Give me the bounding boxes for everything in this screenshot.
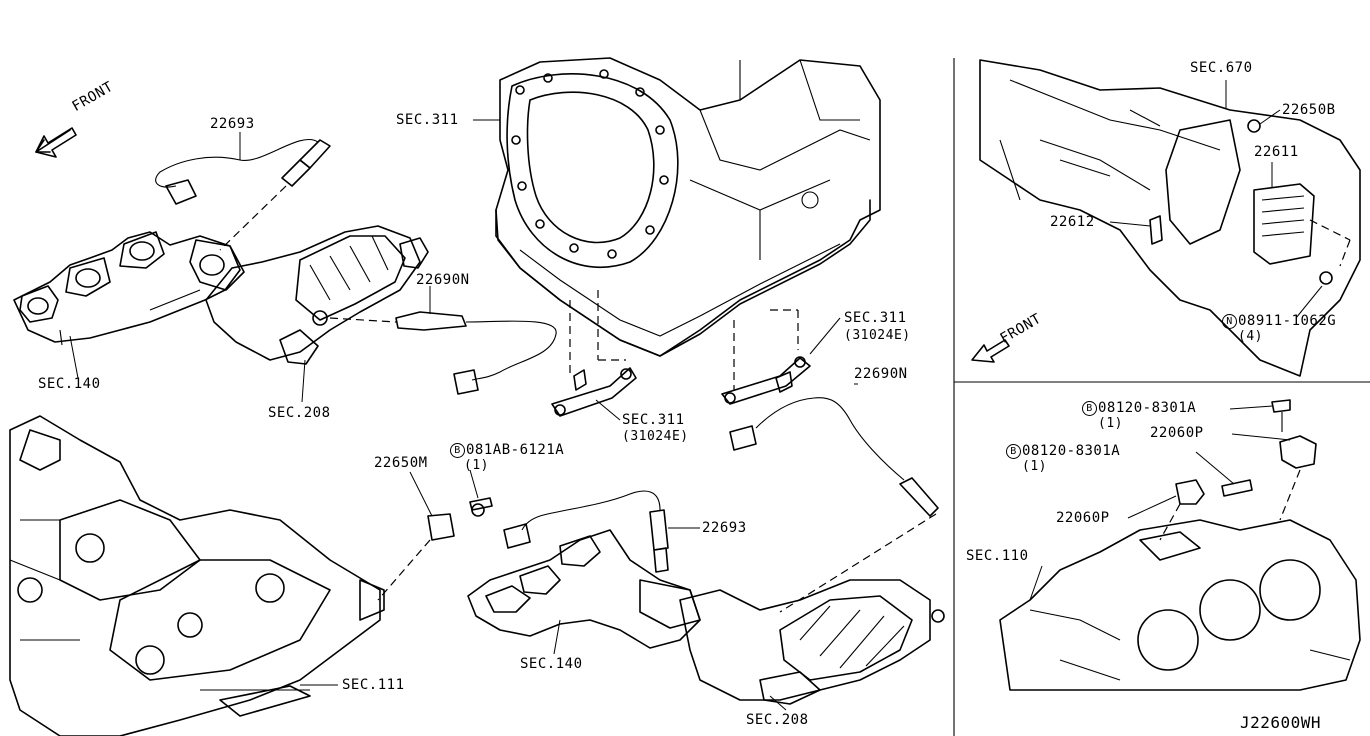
- panel-dividers: [953, 58, 1370, 736]
- ecm-bracket-area: [979, 59, 1361, 377]
- part-22060P-top-label[interactable]: 22060P: [1150, 425, 1204, 441]
- bolt-08120-bottom-code: 08120-8301A: [1022, 443, 1121, 459]
- part-22650M-label[interactable]: 22650M: [374, 455, 428, 471]
- sec-111-label[interactable]: SEC.111: [342, 677, 405, 693]
- leader-lines: [69, 80, 1323, 711]
- nut-type-n-icon: N: [1222, 314, 1237, 329]
- nut-08911-code: 08911-1062G: [1238, 313, 1337, 329]
- bolt-08120-top-qty: (1): [1098, 416, 1123, 431]
- part-22690N-top-label[interactable]: 22690N: [416, 272, 470, 288]
- sec-208-left-label[interactable]: SEC.208: [268, 405, 331, 421]
- catalytic-converter-left: [205, 225, 429, 365]
- part-22693-top-label[interactable]: 22693: [210, 116, 255, 132]
- bolt-081AB-qty: (1): [464, 458, 489, 473]
- sec-311-mid-label[interactable]: SEC.311: [622, 412, 685, 428]
- sec-311-right-label[interactable]: SEC.311: [844, 310, 907, 326]
- sec-311-mid-sublabel: (31024E): [622, 429, 689, 444]
- bolt-081AB-code: 081AB-6121A: [466, 442, 565, 458]
- diagram-code: J22600WH: [1240, 713, 1322, 732]
- sec-140-bottom-label[interactable]: SEC.140: [520, 656, 583, 672]
- sec-140-left-label[interactable]: SEC.140: [38, 376, 101, 392]
- bolt-type-b-icon: B: [1006, 444, 1021, 459]
- exhaust-manifold-left: [13, 231, 245, 346]
- bolt-type-b-icon: B: [450, 443, 465, 458]
- transmission-case: [495, 57, 881, 357]
- nut-08911-qty: (4): [1238, 329, 1263, 344]
- part-22693-bottom-label[interactable]: 22693: [702, 520, 747, 536]
- oxygen-sensor-22690N-right: [729, 397, 939, 613]
- engine-cylinder-head: [9, 415, 385, 736]
- transmission-bracket: [551, 290, 811, 417]
- sec-110-label[interactable]: SEC.110: [966, 548, 1029, 564]
- sec-311-right-sublabel: (31024E): [844, 328, 911, 343]
- sec-208-bottom-label[interactable]: SEC.208: [746, 712, 809, 728]
- oxygen-sensor-22690N-top: [329, 311, 557, 395]
- bolt-type-b-icon: B: [1082, 401, 1097, 416]
- part-22690N-right-label[interactable]: 22690N: [854, 366, 908, 382]
- sec-670-label[interactable]: SEC.670: [1190, 60, 1253, 76]
- knock-sensor-22060P: [1159, 399, 1317, 541]
- engine-block: [999, 519, 1361, 691]
- part-22650B-label[interactable]: 22650B: [1282, 102, 1336, 118]
- oxygen-sensor-22693-bottom: [503, 490, 669, 573]
- part-22060P-bottom-label[interactable]: 22060P: [1056, 510, 1110, 526]
- part-22612-label[interactable]: 22612: [1050, 214, 1095, 230]
- part-22611-label[interactable]: 22611: [1254, 144, 1299, 160]
- bracket-22650M: [377, 497, 493, 601]
- bolt-08120-top-code: 08120-8301A: [1098, 400, 1197, 416]
- catalytic-converter-right: [679, 579, 945, 705]
- sec-311-top-label[interactable]: SEC.311: [396, 112, 459, 128]
- bolt-08120-bottom-qty: (1): [1022, 459, 1047, 474]
- oxygen-sensor-22693-top: [155, 139, 331, 251]
- front-arrow-icon: [35, 127, 77, 158]
- front-arrow-icon: [971, 339, 1010, 363]
